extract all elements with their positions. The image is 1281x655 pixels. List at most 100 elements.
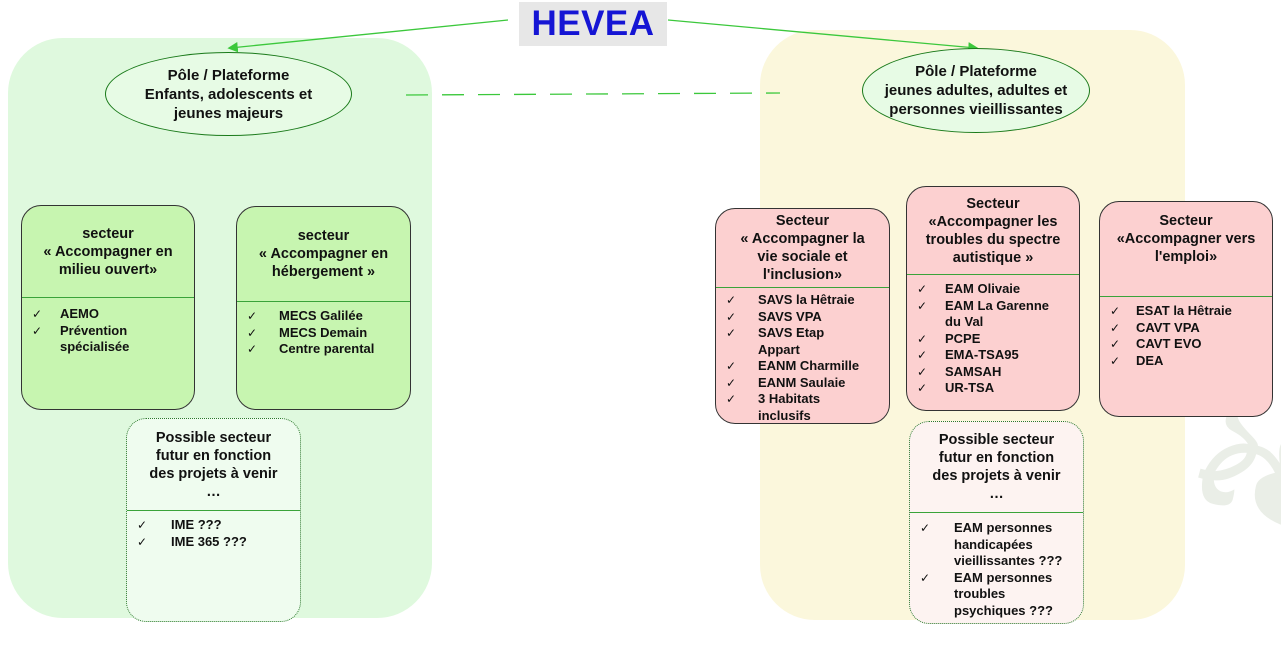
list-item: ✓CAVT VPA (1110, 319, 1200, 335)
separator (22, 297, 194, 298)
sector-header: secteur « Accompagner en hébergement » (237, 207, 410, 301)
sector-header: Secteur «Accompagner les troubles du spe… (907, 187, 1079, 274)
sector-header-line: troubles du spectre (925, 231, 1061, 248)
list-item: ✓EAM personnes troubles psychiques ??? (920, 569, 1053, 618)
check-icon: ✓ (1110, 320, 1121, 335)
pole-left-line: jeunes majeurs (173, 104, 284, 122)
list-item: ✓EANM Charmille (726, 358, 860, 373)
check-icon: ✓ (137, 534, 148, 549)
sector-header: Secteur «Accompagner vers l'emploi» (1100, 202, 1272, 296)
list-item: ✓SAVS la Hêtraie (726, 292, 855, 307)
sector-hebergement: secteur « Accompagner en hébergement » ✓… (236, 206, 411, 410)
separator (237, 301, 410, 302)
sector-header-line: des projets à venir (932, 468, 1061, 484)
sector-header-line: l'inclusion» (762, 267, 843, 283)
sector-items: ✓EAM Olivaie ✓EAM La Garenne du Val ✓PCP… (907, 275, 1079, 397)
separator (127, 510, 300, 511)
check-icon: ✓ (32, 323, 43, 338)
dashed-link-between-poles (405, 92, 781, 96)
list-item: ✓IME ??? (137, 517, 222, 532)
sector-header: Secteur « Accompagner la vie sociale et … (716, 209, 889, 287)
sector-header-line: vie sociale et (757, 249, 848, 265)
check-icon: ✓ (726, 293, 737, 307)
list-item: ✓SAVS Etap Appart (726, 325, 825, 357)
sector-items: ✓IME ??? ✓IME 365 ??? (127, 511, 300, 550)
diagram-canvas: ❧ ❧ HEVEA Pôle / Plateforme Enfants, ado… (8, 0, 1281, 649)
check-icon: ✓ (917, 364, 928, 379)
sector-emploi: Secteur «Accompagner vers l'emploi» ✓ESA… (1099, 201, 1273, 417)
pole-right-line: Pôle / Plateforme (915, 63, 1037, 80)
sector-header-line: hébergement » (271, 264, 376, 280)
check-icon: ✓ (920, 570, 931, 585)
connector-lines (227, 19, 979, 96)
sector-header-line: «Accompagner vers (1116, 231, 1256, 247)
diagram-title: HEVEA (519, 2, 667, 46)
check-icon: ✓ (247, 342, 258, 356)
list-item: ✓EAM Olivaie (917, 281, 1021, 296)
pole-right: Pôle / Plateforme jeunes adultes, adulte… (862, 48, 1090, 133)
list-item: ✓MECS Demain (247, 324, 368, 340)
list-item: ✓ESAT la Hêtraie (1110, 303, 1232, 318)
check-icon: ✓ (917, 348, 928, 362)
sector-vie-sociale: Secteur « Accompagner la vie sociale et … (715, 208, 890, 424)
check-icon: ✓ (920, 521, 931, 535)
list-item: ✓SAVS VPA (726, 308, 822, 324)
sector-header-line: « Accompagner en (258, 246, 389, 262)
sector-milieu-ouvert: secteur « Accompagner en milieu ouvert» … (21, 205, 195, 410)
list-item: ✓Prévention spécialisée (32, 322, 130, 355)
list-item: ✓SAMSAH (917, 363, 1002, 379)
sector-header-line: Secteur (966, 195, 1020, 212)
list-item: ✓AEMO (32, 306, 99, 321)
pole-left-line: Enfants, adolescents et (144, 85, 313, 103)
separator (1100, 296, 1272, 297)
list-item: ✓EAM La Garenne du Val (917, 297, 1050, 330)
check-icon: ✓ (1110, 337, 1121, 351)
separator (910, 512, 1083, 513)
sector-header-line: «Accompagner les (928, 213, 1058, 230)
pole-right-line: personnes vieillissantes (889, 101, 1063, 118)
sector-header-line: « Accompagner en (43, 243, 173, 260)
sector-header-line: … (989, 486, 1004, 502)
check-icon: ✓ (917, 282, 928, 296)
sector-header: Possible secteur futur en fonction des p… (910, 422, 1083, 512)
list-item: ✓3 Habitats inclusifs (726, 391, 821, 423)
sector-items: ✓SAVS la Hêtraie ✓SAVS VPA ✓SAVS Etap Ap… (716, 288, 889, 423)
check-icon: ✓ (726, 326, 737, 340)
check-icon: ✓ (247, 309, 258, 323)
sector-header: Possible secteur futur en fonction des p… (127, 419, 300, 510)
sector-troubles-autistiques: Secteur «Accompagner les troubles du spe… (906, 186, 1080, 411)
sector-header-line: … (206, 483, 221, 500)
list-item: ✓EMA-TSA95 (917, 347, 1019, 362)
check-icon: ✓ (917, 298, 928, 313)
future-sector-right: Possible secteur futur en fonction des p… (909, 421, 1084, 624)
sector-header-line: « Accompagner la (740, 231, 865, 247)
sector-header-line: Possible secteur (938, 432, 1055, 448)
sector-header-line: l'emploi» (1154, 249, 1218, 265)
check-icon: ✓ (247, 325, 258, 340)
sector-header-line: autistique » (952, 249, 1034, 266)
list-item: ✓IME 365 ??? (137, 533, 247, 549)
sector-header-line: Secteur (775, 213, 830, 229)
separator (907, 274, 1079, 275)
list-item: ✓Centre parental (247, 341, 375, 356)
sector-header-line: Secteur (1159, 213, 1213, 229)
sector-items: ✓ESAT la Hêtraie ✓CAVT VPA ✓CAVT EVO ✓DE… (1100, 297, 1272, 369)
sector-header-line: secteur (297, 228, 350, 244)
check-icon: ✓ (917, 331, 928, 346)
pole-left: Pôle / Plateforme Enfants, adolescents e… (105, 52, 352, 136)
pole-left-line: Pôle / Plateforme (167, 66, 290, 84)
sector-header: secteur « Accompagner en milieu ouvert» (22, 206, 194, 297)
sector-header-line: secteur (82, 225, 134, 242)
sector-header-line: des projets à venir (149, 465, 278, 482)
check-icon: ✓ (1110, 353, 1121, 368)
check-icon: ✓ (726, 309, 737, 324)
sector-header-line: futur en fonction (155, 447, 272, 464)
check-icon: ✓ (137, 518, 148, 532)
check-icon: ✓ (726, 375, 737, 390)
separator (716, 287, 889, 288)
sector-items: ✓AEMO ✓Prévention spécialisée (22, 298, 194, 356)
sector-items: ✓EAM personnes handicapées vieillissante… (910, 513, 1083, 619)
arrow-to-left-pole (227, 19, 509, 53)
list-item: ✓UR-TSA (917, 380, 995, 395)
check-icon: ✓ (917, 381, 928, 395)
